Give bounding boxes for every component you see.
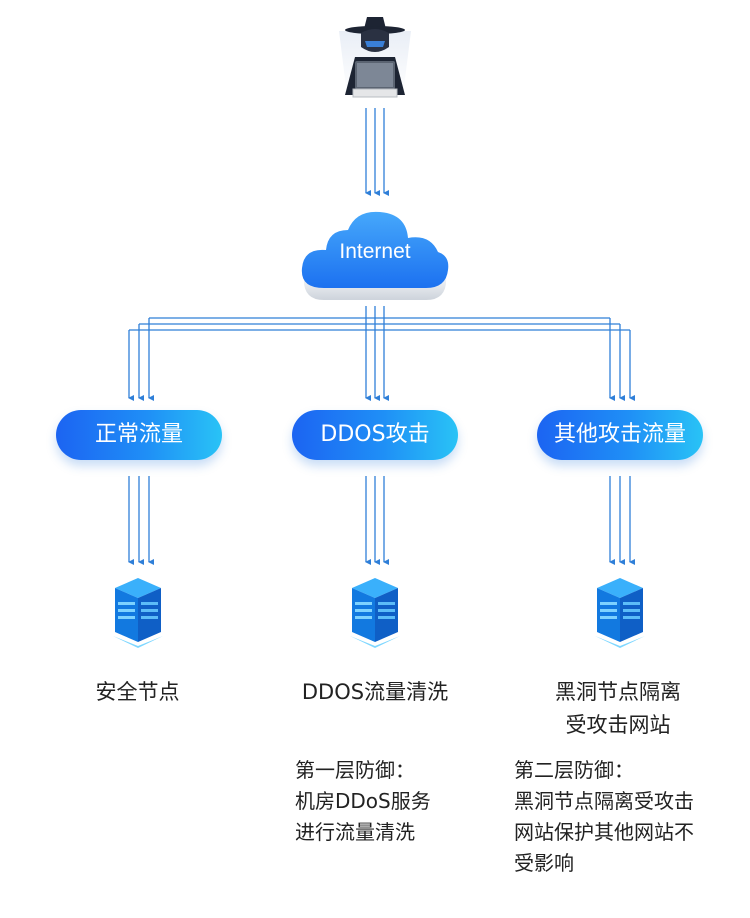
category-normal-traffic: 正常流量 [56, 410, 222, 460]
defense-note-layer-1: 第一层防御： 机房DDoS服务 进行流量清洗 [295, 755, 475, 848]
node-label-line: 黑洞节点隔离 [555, 680, 681, 704]
node-label-line: DDOS流量清洗 [301, 680, 449, 704]
note-line: 进行流量清洗 [295, 820, 415, 844]
node-label-blackhole: 黑洞节点隔离 受攻击网站 [520, 676, 716, 742]
defense-note-layer-2: 第二层防御： 黑洞节点隔离受攻击 网站保护其他网站不 受影响 [514, 755, 734, 879]
node-label-scrubbing: DDOS流量清洗 [280, 676, 470, 706]
note-line: 第二层防御： [514, 758, 634, 782]
category-other-attack-traffic: 其他攻击流量 [537, 410, 703, 460]
server-icon [350, 578, 400, 648]
node-label-line: 安全节点 [95, 680, 180, 704]
cloud-label: Internet [339, 240, 411, 263]
node-label-safe: 安全节点 [60, 676, 215, 706]
cloud-icon [301, 211, 449, 300]
note-line: 机房DDoS服务 [295, 789, 431, 813]
node-label-line: 受攻击网站 [565, 713, 671, 737]
note-line: 黑洞节点隔离受攻击 [514, 789, 694, 813]
server-icon [595, 578, 645, 648]
note-line: 受影响 [514, 851, 574, 875]
note-line: 网站保护其他网站不 [514, 820, 694, 844]
hacker-icon [339, 17, 411, 98]
server-icon [113, 578, 163, 648]
note-line: 第一层防御： [295, 758, 415, 782]
category-ddos-attack: DDOS攻击 [292, 410, 458, 460]
